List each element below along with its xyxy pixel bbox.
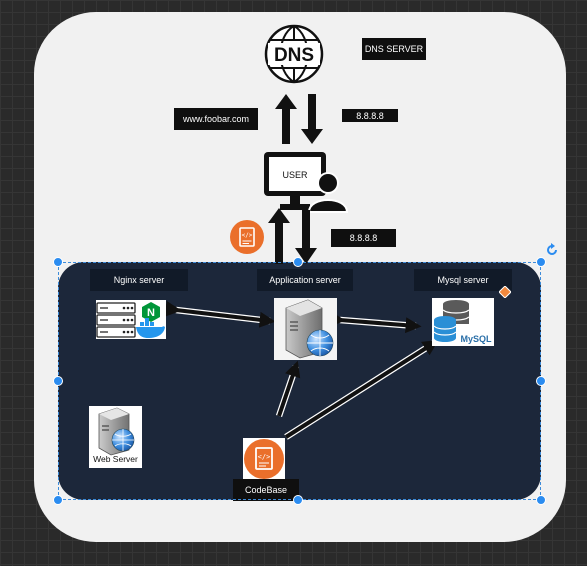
nginx-server-label[interactable]: Nginx server	[90, 269, 188, 291]
server-globe-icon	[285, 299, 334, 359]
dns-icon-text: DNS	[274, 45, 314, 66]
codebase-mysql-link	[284, 339, 439, 440]
svg-text:</>: </>	[242, 232, 253, 239]
application-server-label[interactable]: Application server	[257, 269, 353, 291]
server-rack-icon	[96, 302, 136, 338]
web-server-caption: Web Server	[93, 454, 138, 464]
resize-handle-bottom-right[interactable]	[536, 495, 546, 505]
mysql-logo-text: MySQL	[460, 334, 492, 344]
web-server-node[interactable]: Web Server	[89, 406, 142, 468]
ip-label-top[interactable]: 8.8.8.8	[342, 109, 398, 122]
mysql-node[interactable]: MySQL	[432, 298, 494, 346]
codebase-app-link	[275, 360, 301, 418]
resize-handle-bottom-center[interactable]	[293, 495, 303, 505]
domain-label[interactable]: www.foobar.com	[174, 108, 258, 130]
nginx-icon: N	[142, 302, 160, 322]
svg-text:</>: </>	[258, 453, 271, 461]
ip-label-bottom[interactable]: 8.8.8.8	[331, 229, 396, 247]
user-app-arrows-icon	[268, 208, 317, 264]
dns-user-arrows-icon	[275, 94, 323, 144]
docker-whale-icon	[136, 318, 165, 338]
codebase-label[interactable]: CodeBase	[233, 479, 299, 501]
nginx-app-link	[164, 300, 276, 328]
mysql-server-label[interactable]: Mysql server	[414, 269, 512, 291]
resize-handle-top-center[interactable]	[293, 257, 303, 267]
codebase-node[interactable]: </>	[243, 438, 285, 480]
diamond-icon[interactable]	[499, 286, 511, 298]
application-server-node[interactable]	[274, 298, 337, 360]
dns-server-label[interactable]: DNS SERVER	[362, 38, 426, 60]
dns-globe-icon: DNS	[264, 24, 324, 84]
nginx-docker-node[interactable]: N	[96, 300, 166, 339]
resize-handle-middle-left[interactable]	[53, 376, 63, 386]
nginx-badge-text: N	[147, 307, 155, 319]
web-server-icon	[98, 407, 135, 456]
mysql-database-icon: MySQL	[433, 300, 492, 344]
resize-handle-middle-right[interactable]	[536, 376, 546, 386]
rotate-icon[interactable]	[545, 243, 559, 257]
user-computer-icon	[264, 152, 349, 213]
resize-handle-top-left[interactable]	[53, 257, 63, 267]
codebase-code-file-icon: </>	[244, 439, 284, 479]
user-label: USER	[282, 170, 308, 180]
app-mysql-link	[329, 311, 422, 334]
code-file-icon[interactable]: </>	[230, 220, 264, 254]
resize-handle-bottom-left[interactable]	[53, 495, 63, 505]
resize-handle-top-right[interactable]	[536, 257, 546, 267]
